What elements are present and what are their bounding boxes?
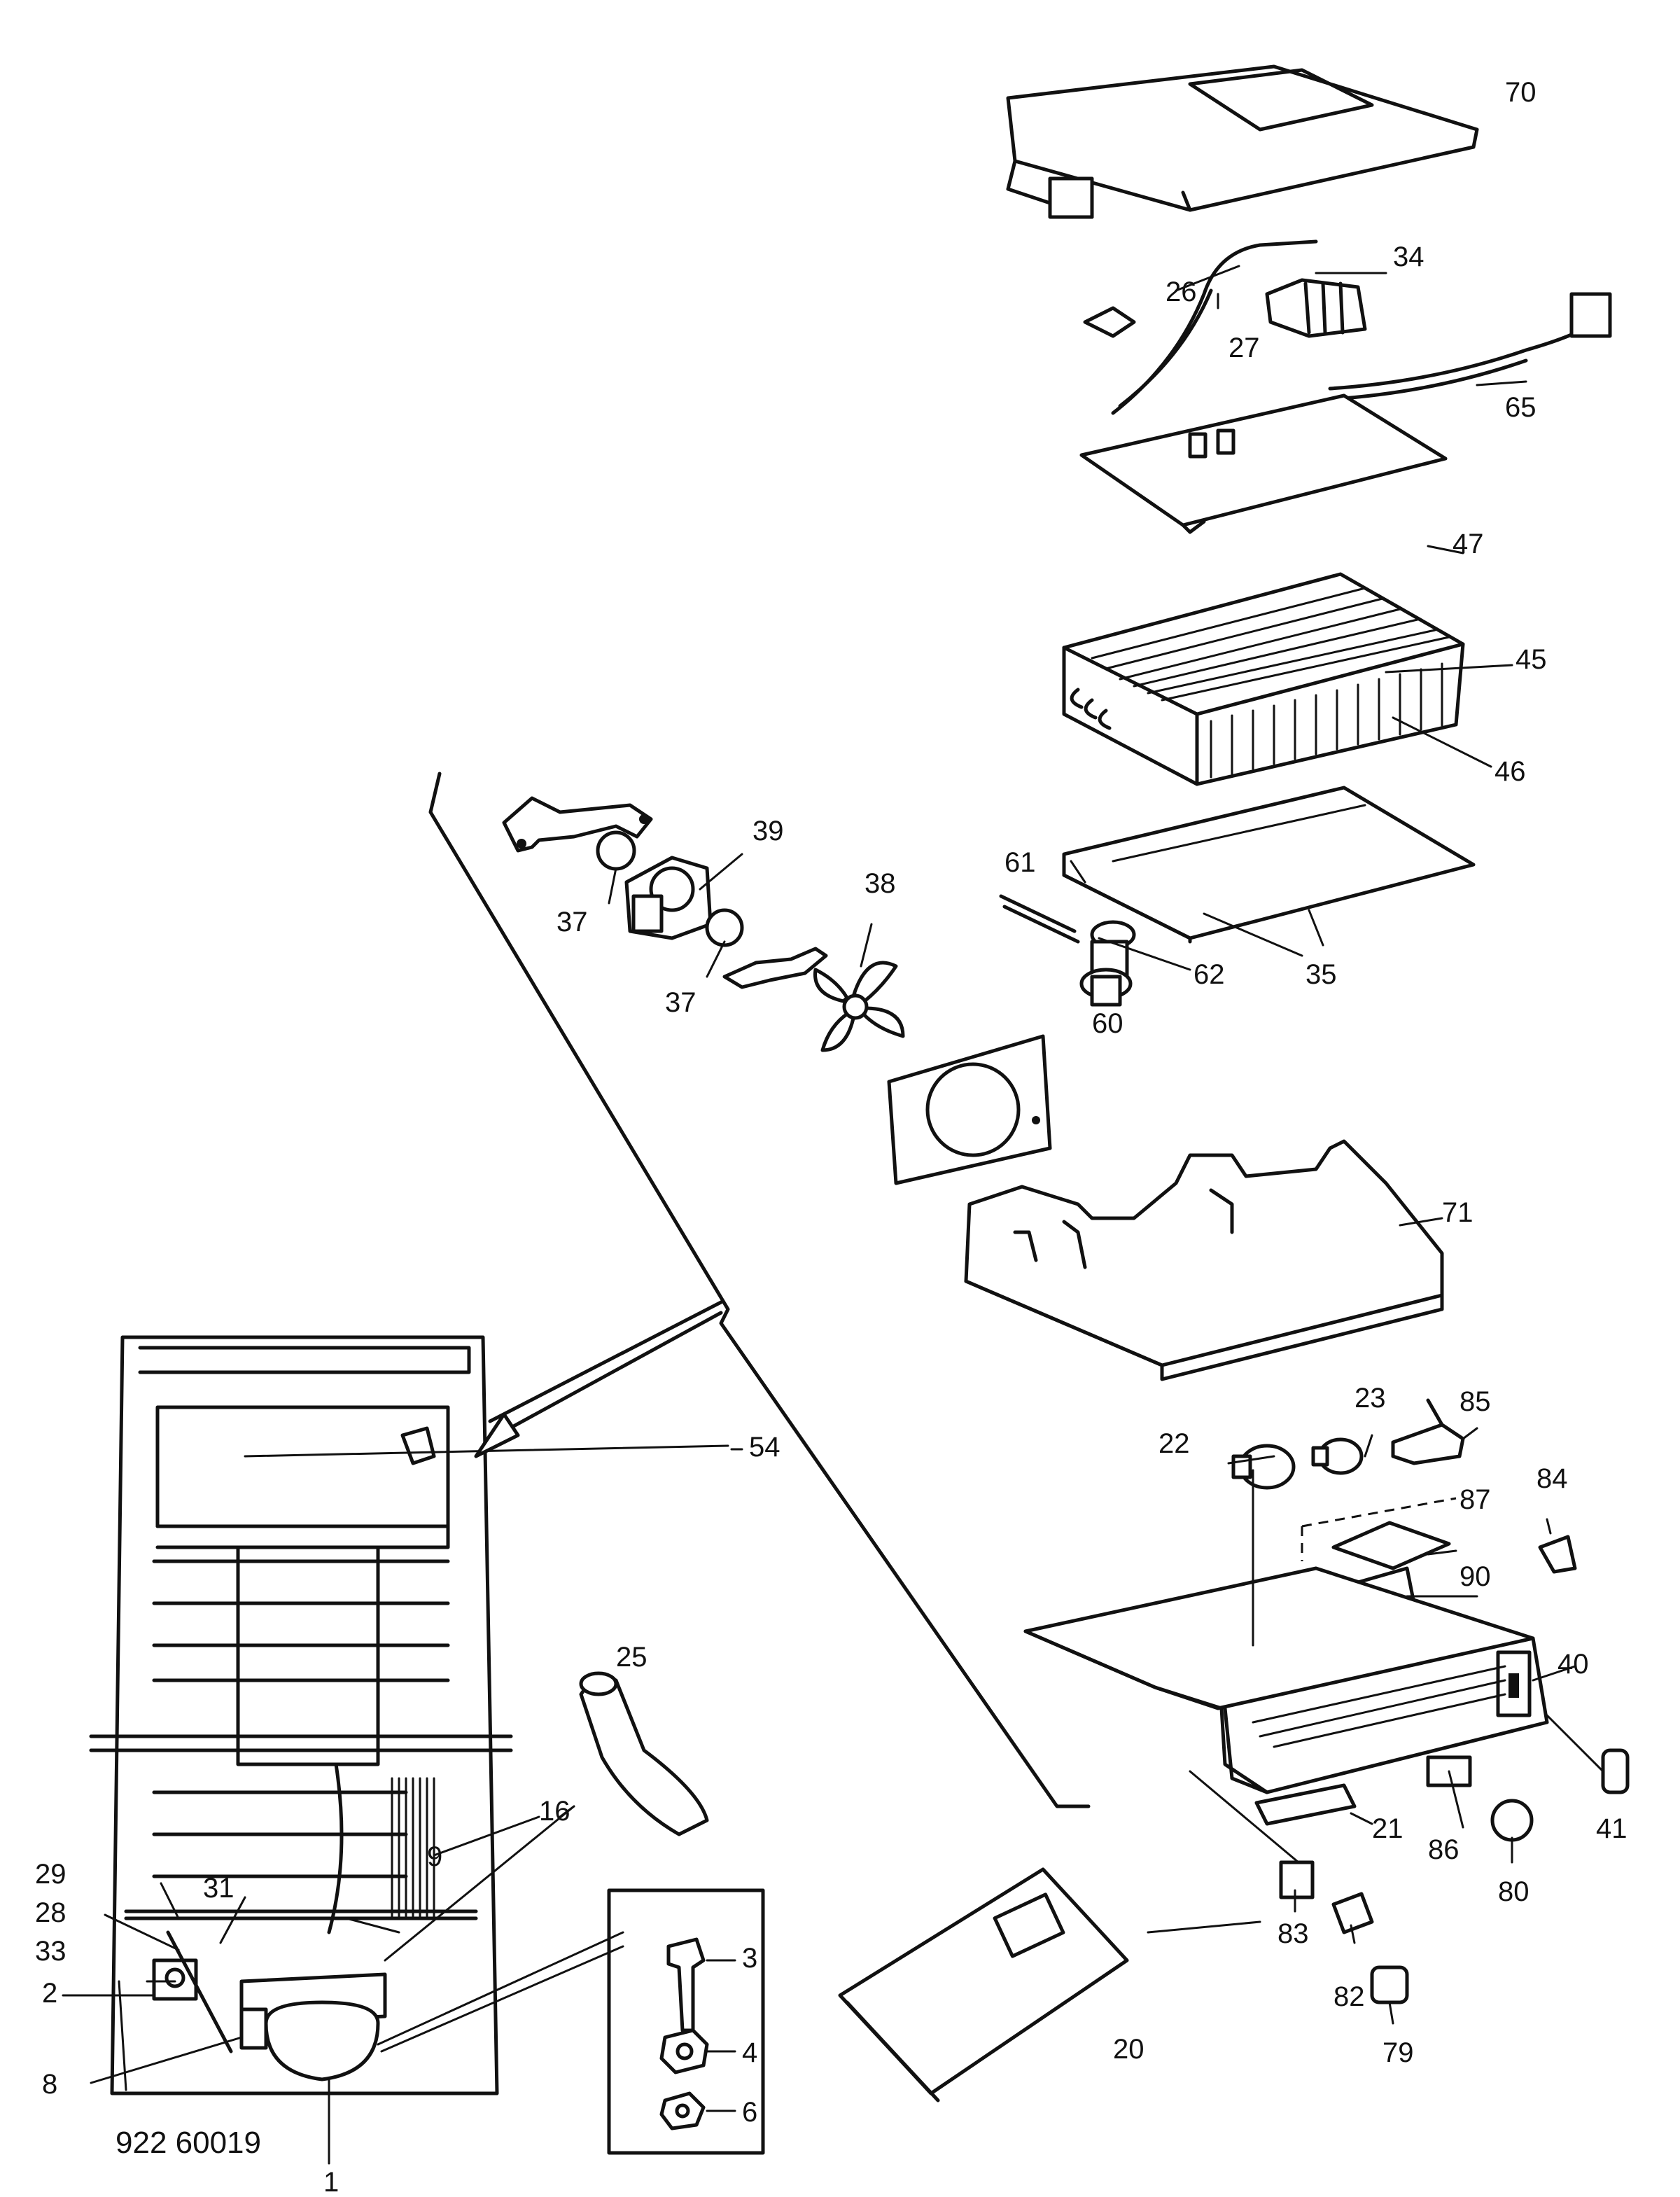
label-22: 22 <box>1158 1428 1190 1459</box>
label-71: 71 <box>1442 1197 1474 1228</box>
label-29: 29 <box>35 1859 66 1890</box>
part-83-switch <box>1279 1860 1315 1899</box>
control-cover-plate <box>1079 393 1448 534</box>
label-87: 87 <box>1460 1484 1491 1515</box>
label-20: 20 <box>1113 2034 1144 2065</box>
part-8-start-device <box>239 2007 268 2050</box>
label-54: 54 <box>749 1432 780 1463</box>
part-84-switch <box>1538 1535 1577 1574</box>
diagram-code: 922 60019 <box>115 2126 261 2160</box>
label-47: 47 <box>1452 529 1484 559</box>
label-37-upper: 37 <box>556 907 588 937</box>
part-37-grommet-lower <box>705 908 744 947</box>
part-79-button <box>1370 1965 1409 2004</box>
label-33: 33 <box>35 1936 66 1967</box>
part-3-4-6-fastener-set <box>607 1888 765 2155</box>
label-1: 1 <box>323 2167 339 2197</box>
label-79: 79 <box>1382 2037 1414 2068</box>
part-20-instruction-booklet <box>838 1867 1129 2102</box>
part-82-switch <box>1331 1892 1374 1934</box>
label-34: 34 <box>1393 242 1424 272</box>
part-45-47-evaporator <box>1062 572 1465 786</box>
label-2: 2 <box>42 1978 57 2009</box>
part-fan-bracket-upper <box>502 796 653 853</box>
part-28-33-capacitor-relay <box>152 1930 233 2053</box>
part-40-control-panel <box>1023 1497 1549 1794</box>
part-60-62-drain-assembly <box>999 894 1136 1007</box>
part-71-evaporator-housing <box>964 1139 1444 1381</box>
label-31: 31 <box>203 1873 234 1904</box>
part-70-top-cover <box>1006 64 1479 219</box>
label-9: 9 <box>427 1841 442 1872</box>
label-37-lower: 37 <box>665 987 696 1018</box>
separator-line <box>428 772 1091 1808</box>
label-38: 38 <box>864 868 896 899</box>
label-23: 23 <box>1354 1383 1386 1414</box>
label-25: 25 <box>616 1642 648 1673</box>
part-fan-bracket-lower <box>722 947 828 989</box>
label-41: 41 <box>1596 1813 1628 1844</box>
part-65-mains-cable <box>1328 292 1612 401</box>
part-41-indicator <box>1601 1748 1630 1794</box>
label-45: 45 <box>1516 644 1547 675</box>
label-86: 86 <box>1428 1834 1460 1865</box>
cabinet-rear-view <box>89 1335 513 2095</box>
part-26-27-wiring <box>1083 239 1318 415</box>
label-70: 70 <box>1505 77 1536 108</box>
part-1-compressor <box>239 1972 387 2081</box>
label-40: 40 <box>1558 1649 1589 1680</box>
label-39: 39 <box>752 816 784 846</box>
part-37-grommet-upper <box>596 830 636 871</box>
leader-lines <box>62 265 1604 2165</box>
part-22-lamp <box>1231 1444 1296 1490</box>
label-83: 83 <box>1278 1918 1309 1949</box>
label-8: 8 <box>42 2069 57 2100</box>
label-6: 6 <box>742 2097 757 2128</box>
label-85: 85 <box>1460 1386 1491 1417</box>
label-3: 3 <box>742 1943 757 1974</box>
part-87-cover <box>1331 1521 1451 1570</box>
label-62: 62 <box>1194 959 1225 990</box>
part-35-drip-tray <box>1062 786 1476 944</box>
label-35: 35 <box>1306 959 1337 990</box>
part-85-lamp-holder <box>1391 1398 1465 1465</box>
label-61: 61 <box>1004 847 1036 878</box>
label-84: 84 <box>1536 1463 1568 1494</box>
label-16: 16 <box>539 1796 570 1827</box>
label-65: 65 <box>1505 392 1536 423</box>
part-38-fan-blade <box>813 961 905 1052</box>
label-28: 28 <box>35 1897 66 1928</box>
part-23-lamp <box>1311 1437 1364 1475</box>
part-34-thermostat <box>1265 278 1367 338</box>
label-80: 80 <box>1498 1876 1530 1907</box>
part-39-fan-motor <box>624 856 713 940</box>
label-26: 26 <box>1166 277 1197 307</box>
part-fan-shroud <box>887 1034 1052 1185</box>
label-90: 90 <box>1460 1561 1491 1592</box>
label-21: 21 <box>1372 1813 1404 1844</box>
label-60: 60 <box>1092 1008 1124 1039</box>
part-21-thermostat-guide <box>1254 1783 1357 1826</box>
label-4: 4 <box>742 2037 757 2068</box>
label-82: 82 <box>1334 1981 1365 2012</box>
part-25-tray <box>579 1671 709 1836</box>
label-46: 46 <box>1494 756 1526 787</box>
label-27: 27 <box>1228 333 1260 363</box>
part-80-knob <box>1490 1799 1534 1842</box>
